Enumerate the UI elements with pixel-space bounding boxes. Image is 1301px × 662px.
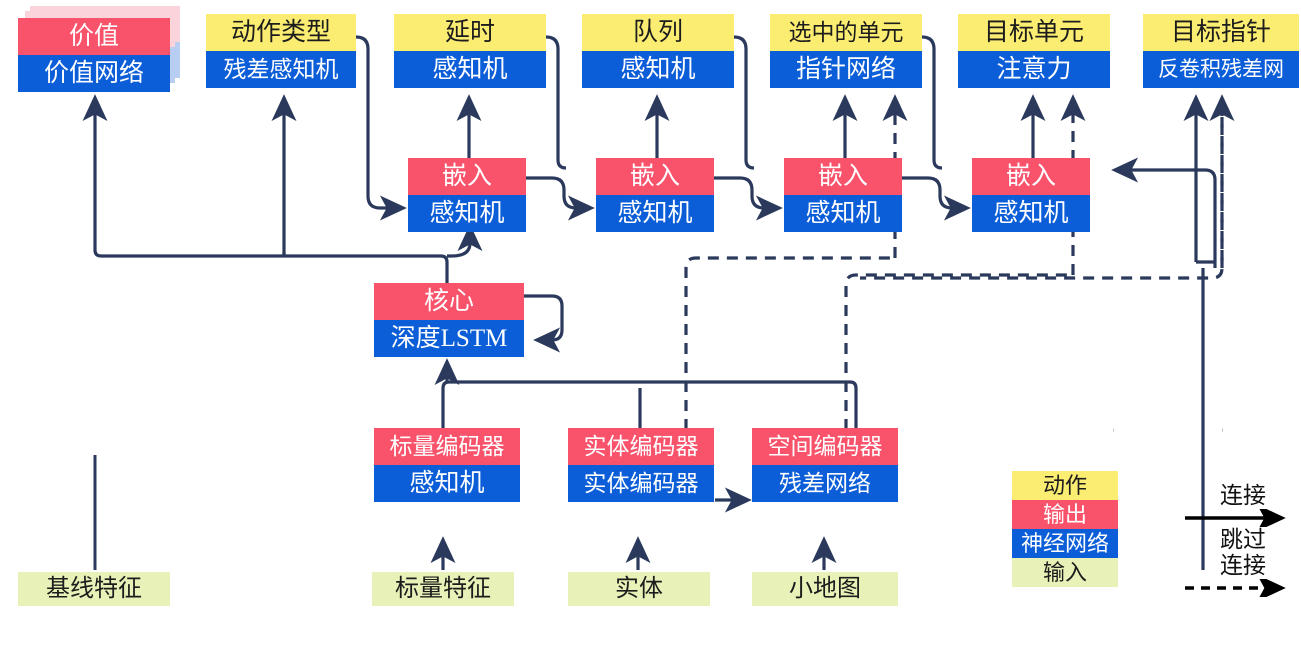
encoder-spatial-bottom: 残差网络 [752, 465, 898, 502]
encoder-scalar-top: 标量编码器 [374, 428, 520, 465]
encoder-entity[interactable]: 实体编码器 实体编码器 [568, 428, 714, 502]
input-scalar-features[interactable]: 标量特征 [372, 572, 514, 606]
head-value[interactable]: 价值 价值网络 [18, 18, 170, 92]
embedding-4-bottom: 感知机 [972, 195, 1090, 232]
head-delay[interactable]: 延时 感知机 [394, 14, 546, 88]
head-queue-top: 队列 [582, 14, 734, 51]
head-selected-units-bottom: 指针网络 [770, 51, 922, 88]
embedding-4[interactable]: 嵌入 感知机 [972, 158, 1090, 232]
encoder-spatial-top: 空间编码器 [752, 428, 898, 465]
legend-solid-arrow [1185, 504, 1301, 532]
legend-arrow-key: 连接 跳过 连接 [1185, 483, 1301, 602]
embedding-2[interactable]: 嵌入 感知机 [596, 158, 714, 232]
input-entities-label: 实体 [568, 572, 710, 606]
legend-connect-label: 连接 [1220, 483, 1266, 508]
embedding-3-top: 嵌入 [784, 158, 902, 195]
encoder-spatial[interactable]: 空间编码器 残差网络 [752, 428, 898, 502]
head-delay-bottom: 感知机 [394, 51, 546, 88]
embedding-3-bottom: 感知机 [784, 195, 902, 232]
head-target-unit[interactable]: 目标单元 注意力 [958, 14, 1110, 88]
head-action-type[interactable]: 动作类型 残差感知机 [206, 14, 356, 88]
head-selected-units[interactable]: 选中的单元 指针网络 [770, 14, 922, 88]
head-delay-top: 延时 [394, 14, 546, 51]
embedding-1[interactable]: 嵌入 感知机 [408, 158, 526, 232]
encoder-scalar-bottom: 感知机 [374, 465, 520, 502]
head-value-bottom: 价值网络 [18, 55, 170, 92]
input-baseline-features[interactable]: 基线特征 [18, 572, 170, 606]
embedding-1-top: 嵌入 [408, 158, 526, 195]
head-queue[interactable]: 队列 感知机 [582, 14, 734, 88]
head-action-type-bottom: 残差感知机 [206, 51, 356, 88]
encoder-entity-bottom: 实体编码器 [568, 465, 714, 502]
embedding-1-bottom: 感知机 [408, 195, 526, 232]
encoder-scalar[interactable]: 标量编码器 感知机 [374, 428, 520, 502]
embedding-3[interactable]: 嵌入 感知机 [784, 158, 902, 232]
embedding-4-top: 嵌入 [972, 158, 1090, 195]
head-selected-units-top: 选中的单元 [770, 14, 922, 51]
encoder-entity-top: 实体编码器 [568, 428, 714, 465]
legend-row-input: 输入 [1012, 558, 1118, 587]
legend-row-action: 动作 [1012, 471, 1118, 500]
embedding-2-bottom: 感知机 [596, 195, 714, 232]
head-target-unit-top: 目标单元 [958, 14, 1110, 51]
core-module[interactable]: 核心 深度LSTM [374, 283, 524, 357]
input-entities[interactable]: 实体 [568, 572, 710, 606]
head-target-point-bottom: 反卷积残差网 [1143, 51, 1299, 88]
head-target-point-top: 目标指针 [1143, 14, 1299, 51]
legend-dashed-arrow [1185, 574, 1301, 602]
head-queue-bottom: 感知机 [582, 51, 734, 88]
core-bottom: 深度LSTM [374, 320, 524, 357]
core-top: 核心 [374, 283, 524, 320]
head-action-type-top: 动作类型 [206, 14, 356, 51]
legend-row-output: 输出 [1012, 500, 1118, 529]
head-value-top: 价值 [18, 18, 170, 55]
legend-row-network: 神经网络 [1012, 529, 1118, 558]
input-baseline-features-label: 基线特征 [18, 572, 170, 606]
input-scalar-features-label: 标量特征 [372, 572, 514, 606]
head-target-point[interactable]: 目标指针 反卷积残差网 [1143, 14, 1299, 88]
head-target-unit-bottom: 注意力 [958, 51, 1110, 88]
input-minimap-label: 小地图 [752, 572, 898, 606]
embedding-2-top: 嵌入 [596, 158, 714, 195]
legend-color-key: 动作 输出 神经网络 输入 [1012, 471, 1118, 587]
legend-skip-label-line2: 连接 [1220, 553, 1266, 578]
input-minimap[interactable]: 小地图 [752, 572, 898, 606]
legend-skip-label-line1: 跳过 [1220, 527, 1266, 552]
